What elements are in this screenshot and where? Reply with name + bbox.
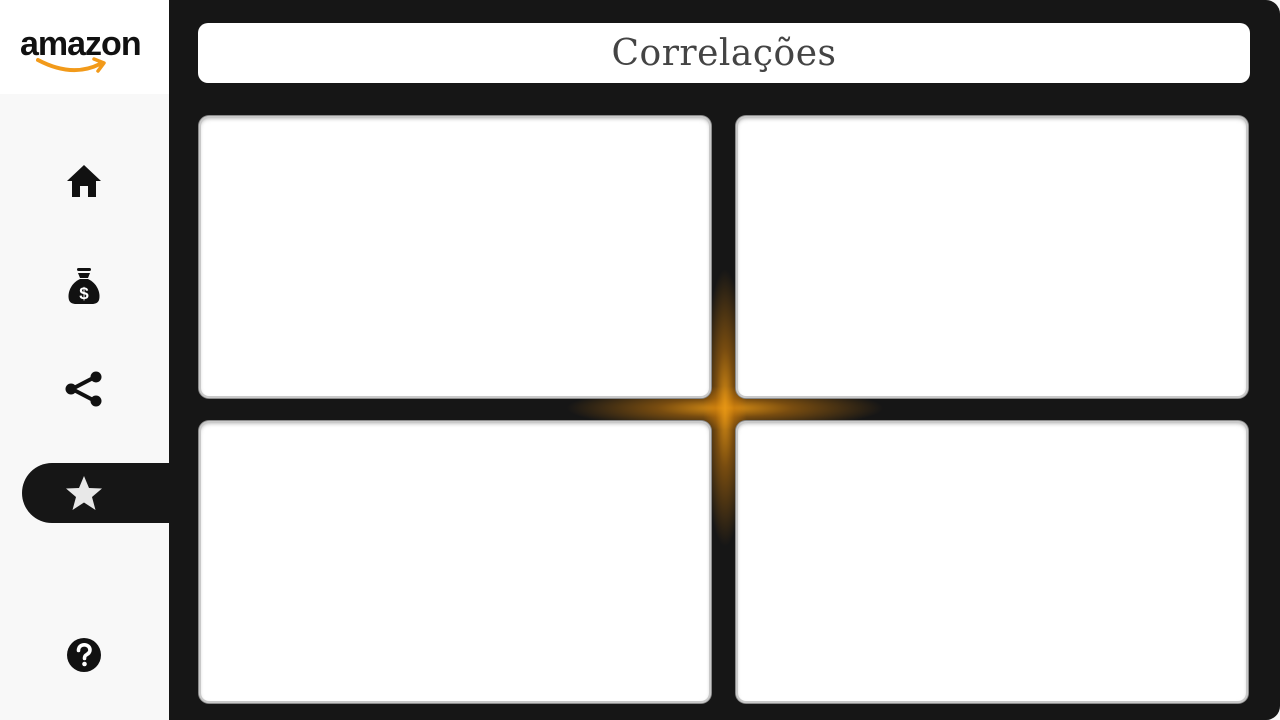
svg-text:$: $ (79, 284, 89, 303)
chart-panel-bottom-right[interactable] (736, 421, 1248, 703)
page-title: Correlações (611, 32, 837, 74)
main-content: Correlações (169, 0, 1280, 720)
sidebar-item-share[interactable] (22, 359, 146, 419)
sidebar-item-favorites[interactable] (22, 463, 169, 523)
share-icon (65, 371, 102, 407)
help-icon (67, 638, 101, 672)
sidebar-item-finance[interactable]: $ (22, 256, 146, 316)
logo[interactable]: amazon (0, 0, 169, 94)
logo-text: amazon (20, 25, 142, 63)
sidebar-item-home[interactable] (22, 151, 146, 211)
sidebar-item-help[interactable] (22, 625, 146, 685)
star-icon (66, 476, 102, 510)
chart-panel-bottom-left[interactable] (199, 421, 711, 703)
home-icon (67, 165, 101, 197)
sidebar: amazon $ (0, 0, 169, 720)
chart-panel-top-right[interactable] (736, 116, 1248, 398)
title-bar: Correlações (198, 23, 1250, 83)
chart-panel-top-left[interactable] (199, 116, 711, 398)
amazon-smile-icon (36, 57, 106, 73)
money-bag-icon: $ (68, 268, 100, 304)
